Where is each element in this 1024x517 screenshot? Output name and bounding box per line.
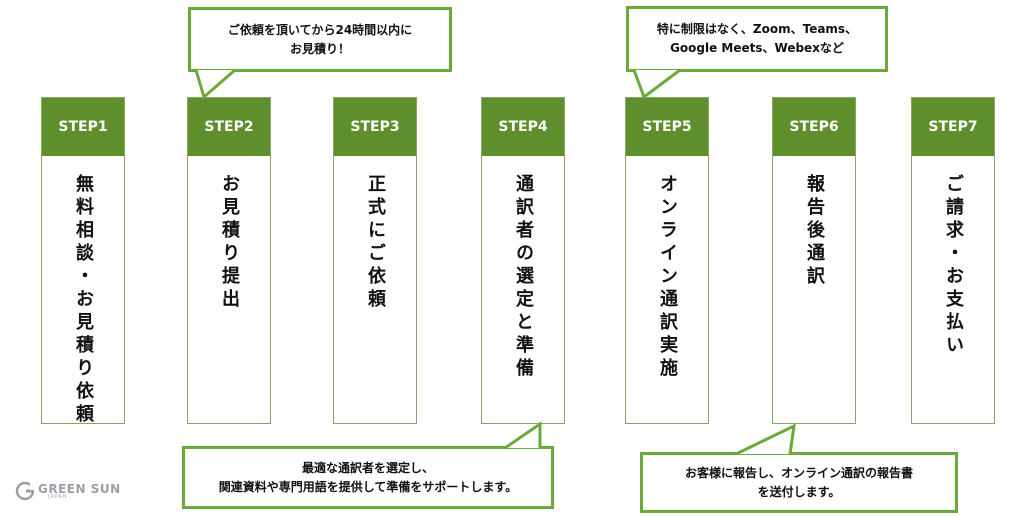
step2-callout: ご依頼を頂いてから24時間以内に お見積り！ [188, 7, 452, 72]
step-7-card: STEP7 ご請求・お支払い [911, 97, 995, 424]
step2-callout-line-2: お見積り！ [289, 41, 350, 56]
step-3-card: STEP3 正式にご依頼 [333, 97, 417, 424]
step6-callout: お客様に報告し、オンライン通訳の報告書 を送付します。 [640, 452, 958, 513]
step-2-text: お見積り提出 [219, 174, 240, 312]
step-5-label: STEP5 [626, 98, 708, 156]
step-3-label: STEP3 [334, 98, 416, 156]
step4-callout-line-1: 最適な通訳者を選定し、 [301, 460, 434, 475]
step-3-text: 正式にご依頼 [365, 174, 386, 312]
step-1-text: 無料相談・お見積り依頼 [73, 174, 94, 427]
step4-callout-line-2: 関連資料や専門用語を提供して準備をサポートします。 [218, 479, 518, 494]
step-4-card: STEP4 通訳者の選定と準備 [481, 97, 565, 424]
step-6-text: 報告後通訳 [804, 174, 825, 289]
step6-callout-line-1: お客様に報告し、オンライン通訳の報告書 [684, 465, 913, 480]
step-4-text: 通訳者の選定と準備 [513, 174, 534, 381]
step6-callout-line-2: を送付します。 [757, 484, 841, 499]
step-7-label: STEP7 [912, 98, 994, 156]
step-1-card: STEP1 無料相談・お見積り依頼 [41, 97, 125, 427]
step5-callout-line-2: Google Meets、Webexなど [670, 41, 844, 55]
step5-callout: 特に制限はなく、Zoom、Teams、 Google Meets、Webexなど [626, 6, 888, 72]
step-6-label: STEP6 [773, 98, 855, 156]
logo-g-icon [15, 480, 36, 501]
step-4-label: STEP4 [482, 98, 564, 156]
step2-callout-line-1: ご依頼を頂いてから24時間以内に [227, 22, 413, 37]
step-5-text: オンライン通訳実施 [657, 174, 678, 381]
company-logo: GREEN SUN JAPAN [14, 478, 121, 504]
step-7-text: ご請求・お支払い [943, 174, 964, 358]
step-2-label: STEP2 [188, 98, 270, 156]
logo-subtext: JAPAN [48, 493, 68, 500]
step-1-label: STEP1 [42, 98, 124, 156]
step-6-card: STEP6 報告後通訳 [772, 97, 856, 424]
step-5-card: STEP5 オンライン通訳実施 [625, 97, 709, 424]
step-2-card: STEP2 お見積り提出 [187, 97, 271, 424]
logo-text: GREEN SUN [38, 481, 121, 496]
step5-callout-line-1: 特に制限はなく、Zoom、Teams、 [656, 22, 858, 36]
step4-callout: 最適な通訳者を選定し、 関連資料や専門用語を提供して準備をサポートします。 [182, 446, 554, 509]
